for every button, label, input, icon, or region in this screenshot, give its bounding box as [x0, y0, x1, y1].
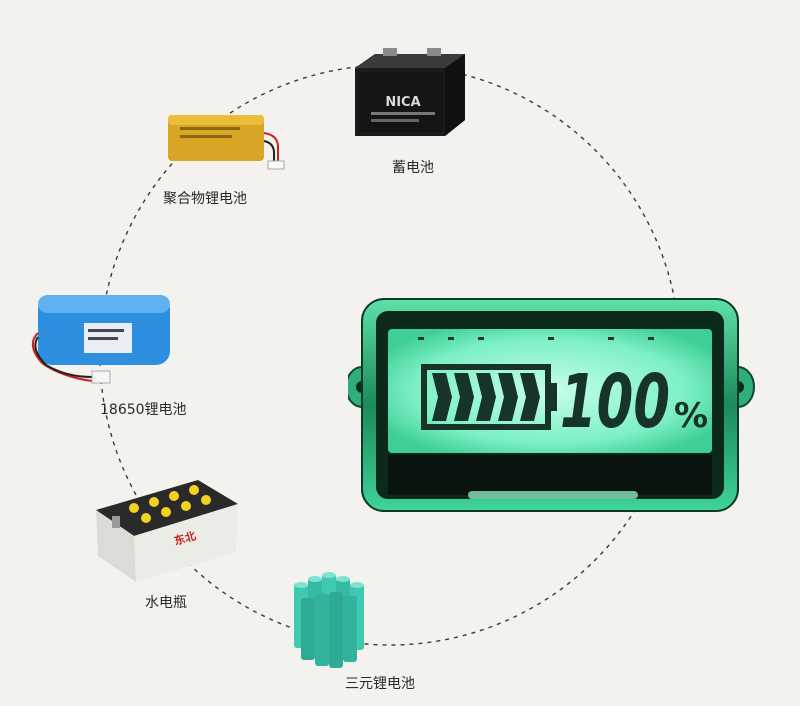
label-18650-battery: 18650锂电池 — [100, 402, 187, 418]
lead-acid-battery: NICA — [345, 40, 475, 145]
car-battery: 东北 — [88, 470, 248, 585]
charge-bar-segment — [454, 373, 474, 421]
car-battery-icon: 东北 — [96, 480, 238, 582]
label-ternary-lithium-battery: 三元锂电池 — [345, 676, 415, 692]
lead-acid-battery-icon: NICA — [355, 48, 465, 136]
label-lipo-battery: 聚合物锂电池 — [163, 191, 247, 207]
charge-bar-segment — [498, 373, 518, 421]
charge-bar-segment — [432, 373, 452, 421]
battery-level-meter: 100 % — [345, 295, 758, 515]
car-battery-brand-text: 东北 — [172, 528, 197, 548]
percent-sign: % — [674, 396, 708, 436]
battery-meter-device: 100 % — [345, 298, 755, 512]
label-car-battery: 水电瓶 — [145, 595, 187, 611]
cylindrical-cells — [288, 568, 378, 673]
lipo-pouch-battery — [160, 105, 290, 185]
charge-level-bars — [432, 373, 540, 421]
battery-brand-text: NICA — [385, 95, 420, 110]
label-lead-acid-battery: 蓄电池 — [392, 160, 434, 176]
percent-value: 100 — [560, 359, 670, 445]
lipo-pouch-battery-icon — [168, 115, 285, 170]
18650-battery-pack — [22, 285, 182, 390]
charge-bar-segment — [520, 373, 540, 421]
charge-bar-segment — [476, 373, 496, 421]
cylindrical-cells-icon — [294, 572, 364, 668]
battery-pack-icon — [31, 295, 170, 384]
